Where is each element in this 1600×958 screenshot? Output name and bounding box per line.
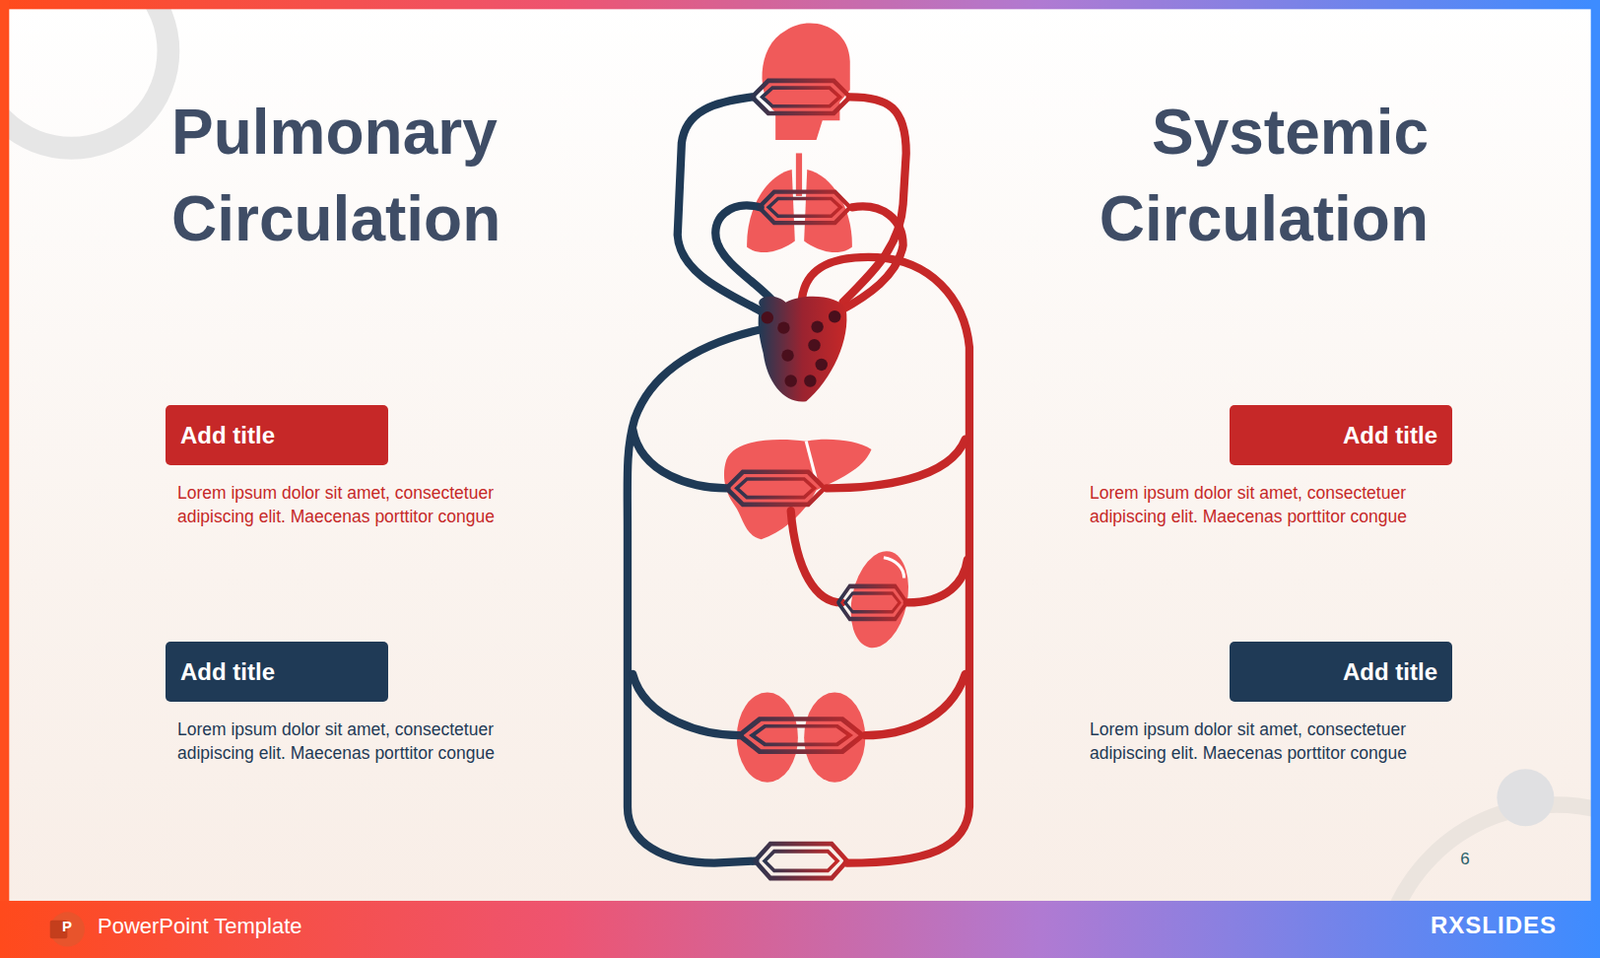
section-heading: Systemic Circulation bbox=[1024, 88, 1429, 263]
section-heading: Pulmonary Circulation bbox=[171, 88, 586, 263]
card-title: Add title bbox=[1342, 658, 1438, 686]
card-body: Lorem ipsum dolor sit amet, consectetuer… bbox=[1077, 717, 1453, 765]
card-title: Add title bbox=[1342, 421, 1438, 450]
pulmonary-card: Add titleLorem ipsum dolor sit amet, con… bbox=[165, 641, 540, 765]
title-bar: Add title bbox=[165, 404, 389, 466]
card-body: Lorem ipsum dolor sit amet, consectetuer… bbox=[1077, 480, 1453, 529]
title-bar: Add title bbox=[165, 641, 389, 702]
card-body: Lorem ipsum dolor sit amet, consectetuer… bbox=[165, 717, 540, 765]
card-title: Add title bbox=[180, 658, 275, 686]
systemic-card: Add titleLorem ipsum dolor sit amet, con… bbox=[1077, 404, 1453, 529]
card-title: Add title bbox=[180, 421, 275, 450]
footer-text: PowerPoint Template bbox=[97, 912, 433, 940]
systemic-card: Add titleLorem ipsum dolor sit amet, con… bbox=[1077, 641, 1453, 765]
page-number: 6 bbox=[1448, 847, 1482, 870]
title-bar: Add title bbox=[1229, 404, 1453, 466]
brand-logo: RXSLIDES bbox=[1399, 910, 1557, 940]
title-bar: Add title bbox=[1229, 641, 1453, 702]
pulmonary-card: Add titleLorem ipsum dolor sit amet, con… bbox=[165, 404, 540, 529]
app-icon-letter: P bbox=[49, 915, 85, 936]
card-body: Lorem ipsum dolor sit amet, consectetuer… bbox=[165, 480, 540, 529]
